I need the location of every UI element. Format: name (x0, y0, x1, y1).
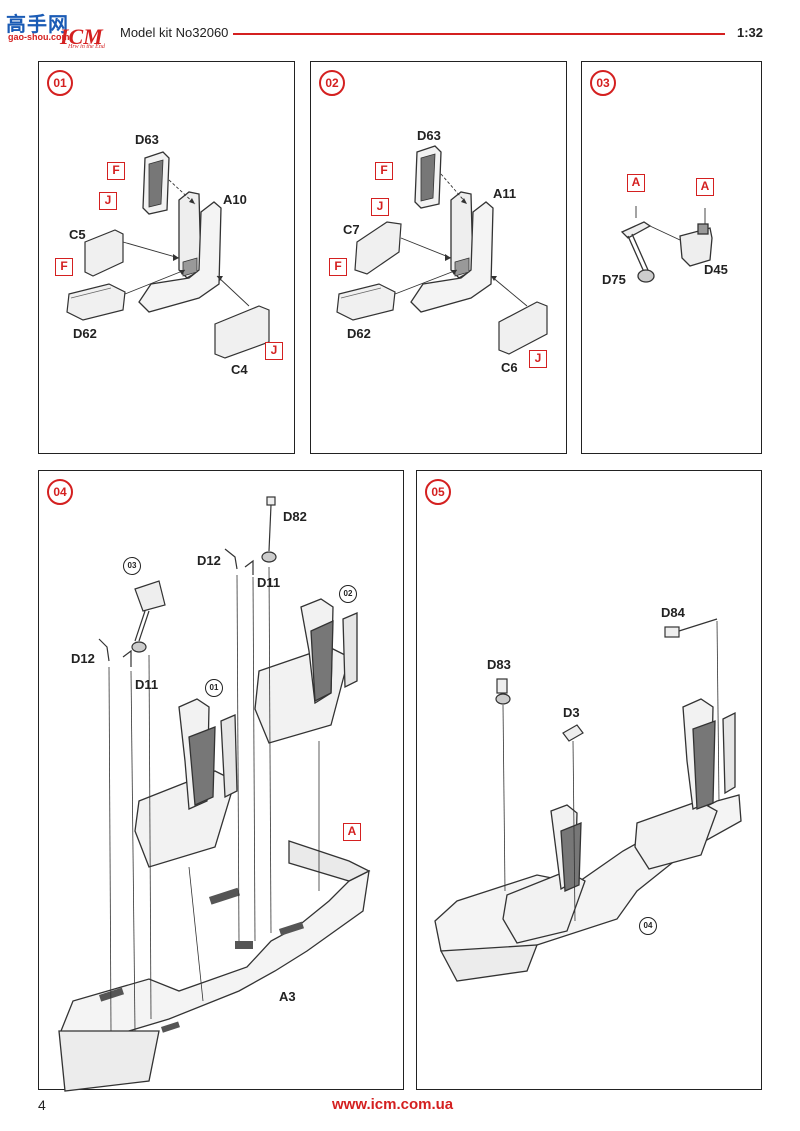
logo-tagline: Hrw in the End (68, 44, 105, 50)
logo-watermark-url: gao-shou.com (8, 32, 70, 42)
scale-label: 1:32 (737, 25, 764, 40)
step-03-panel: 03 A A D75 D45 (581, 61, 762, 454)
step-05-panel: 05 D84 (416, 470, 762, 1090)
color-tag-f: F (55, 258, 73, 276)
part-label-d63: D63 (417, 128, 441, 143)
step-reference-02: 02 (339, 585, 357, 603)
color-tag-j: J (371, 198, 389, 216)
completed-cockpit-drawing (434, 618, 742, 982)
step-reference-01: 01 (205, 679, 223, 697)
cockpit-assembly-drawing (58, 496, 371, 1092)
step-number-badge: 05 (425, 479, 451, 505)
page-title: Model kit No32060 (120, 25, 229, 40)
part-label-d83: D83 (487, 657, 511, 672)
part-label-d12: D12 (197, 553, 221, 568)
step-number-badge: 03 (590, 70, 616, 96)
seat-assembly-drawing (336, 145, 548, 355)
color-tag-a: A (696, 178, 714, 196)
icm-logo: 高手网 gao-shou.com ICM Hrw in the End (6, 8, 116, 50)
step-04-panel: 04 (38, 470, 404, 1092)
step-01-panel: 01 D63 A10 C5 D62 C4 F J F (38, 61, 295, 454)
part-label-a11: A11 (493, 186, 517, 201)
step-number-badge: 01 (47, 70, 73, 96)
part-label-d12: D12 (71, 651, 95, 666)
part-label-d84: D84 (661, 605, 685, 620)
part-label-c7: C7 (343, 222, 360, 237)
logo-brand: ICM (60, 24, 103, 49)
color-tag-j: J (99, 192, 117, 210)
part-label-c4: C4 (231, 362, 248, 377)
part-label-c5: C5 (69, 227, 86, 242)
color-tag-a: A (627, 174, 645, 192)
page-number: 4 (38, 1097, 46, 1113)
part-label-d63: D63 (135, 132, 159, 147)
control-stick-drawing (620, 206, 713, 283)
part-label-a10: A10 (223, 192, 247, 207)
step-number-badge: 02 (319, 70, 345, 96)
step-number-badge: 04 (47, 479, 73, 505)
seat-assembly-drawing (66, 151, 270, 359)
part-label-d45: D45 (704, 262, 728, 277)
header-divider (233, 33, 725, 35)
logo-watermark-text: 高手网 (6, 12, 69, 36)
color-tag-j: J (529, 350, 547, 368)
website-link[interactable]: www.icm.com.ua (332, 1096, 454, 1113)
part-label-c6: C6 (501, 360, 518, 375)
step-reference-03: 03 (123, 557, 141, 575)
part-label-a3: A3 (279, 989, 296, 1004)
part-label-d11: D11 (135, 677, 159, 692)
part-label-d75: D75 (602, 272, 626, 287)
color-tag-a: A (343, 823, 361, 841)
part-label-d11: D11 (257, 575, 281, 590)
part-label-d62: D62 (73, 326, 97, 341)
step-02-panel: 02 D63 A11 C7 D62 C6 F J F J (310, 61, 567, 454)
color-tag-j: J (265, 342, 283, 360)
part-label-d3: D3 (563, 705, 580, 720)
color-tag-f: F (107, 162, 125, 180)
color-tag-f: F (375, 162, 393, 180)
step-reference-04: 04 (639, 917, 657, 935)
color-tag-f: F (329, 258, 347, 276)
part-label-d82: D82 (283, 509, 307, 524)
part-label-d62: D62 (347, 326, 371, 341)
